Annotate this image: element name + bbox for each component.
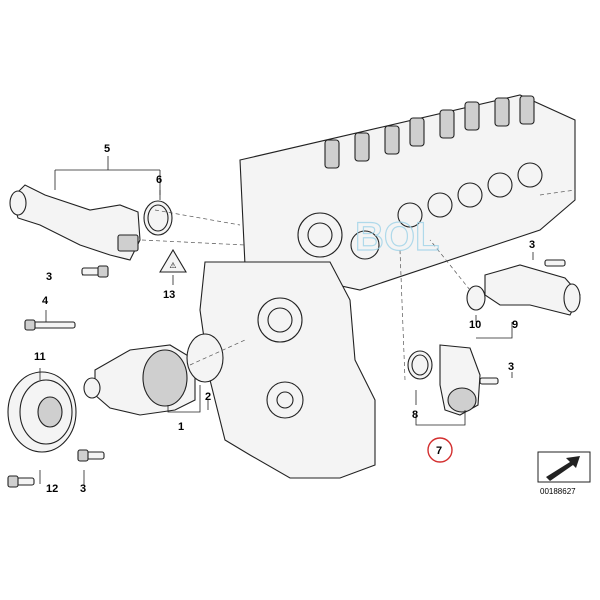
callout-3: 3 <box>46 271 52 283</box>
o-ring-6 <box>143 200 173 236</box>
callout-13: 13 <box>163 289 175 301</box>
timing-cover <box>199 261 376 479</box>
callout-3: 3 <box>508 361 514 373</box>
callout-12: 12 <box>46 483 58 495</box>
callout-9: 9 <box>512 319 518 331</box>
highlight-circle <box>427 437 453 463</box>
leader-lines <box>39 156 534 485</box>
cylinder-head <box>239 94 576 291</box>
callout-2: 2 <box>205 391 211 403</box>
doc-number: 00188627 <box>540 487 576 496</box>
svg-text:⚠: ⚠ <box>169 261 176 270</box>
callout-3: 3 <box>80 483 86 495</box>
callout-7: 7 <box>436 445 442 457</box>
bolts <box>7 259 566 488</box>
callout-6: 6 <box>156 174 162 186</box>
warning-label-icon: ⚠ <box>159 248 187 273</box>
assembly-lines <box>141 189 576 381</box>
water-pump <box>83 344 196 416</box>
callouts: 5 6 3 13 4 11 2 1 12 3 3 10 9 3 8 7 <box>34 143 535 495</box>
callout-4: 4 <box>42 295 49 307</box>
outlet-pipe-9 <box>466 264 581 316</box>
watermark: BOL <box>355 215 439 259</box>
callout-1: 1 <box>178 421 184 433</box>
callout-10: 10 <box>469 319 481 331</box>
direction-arrow-icon <box>537 451 591 483</box>
callout-3: 3 <box>529 239 535 251</box>
coolant-pipe <box>9 184 141 261</box>
callout-5: 5 <box>104 143 110 155</box>
callout-8: 8 <box>412 409 418 421</box>
callout-11: 11 <box>34 351 46 363</box>
pulley <box>7 371 77 453</box>
flange-housing-7 <box>407 344 481 416</box>
